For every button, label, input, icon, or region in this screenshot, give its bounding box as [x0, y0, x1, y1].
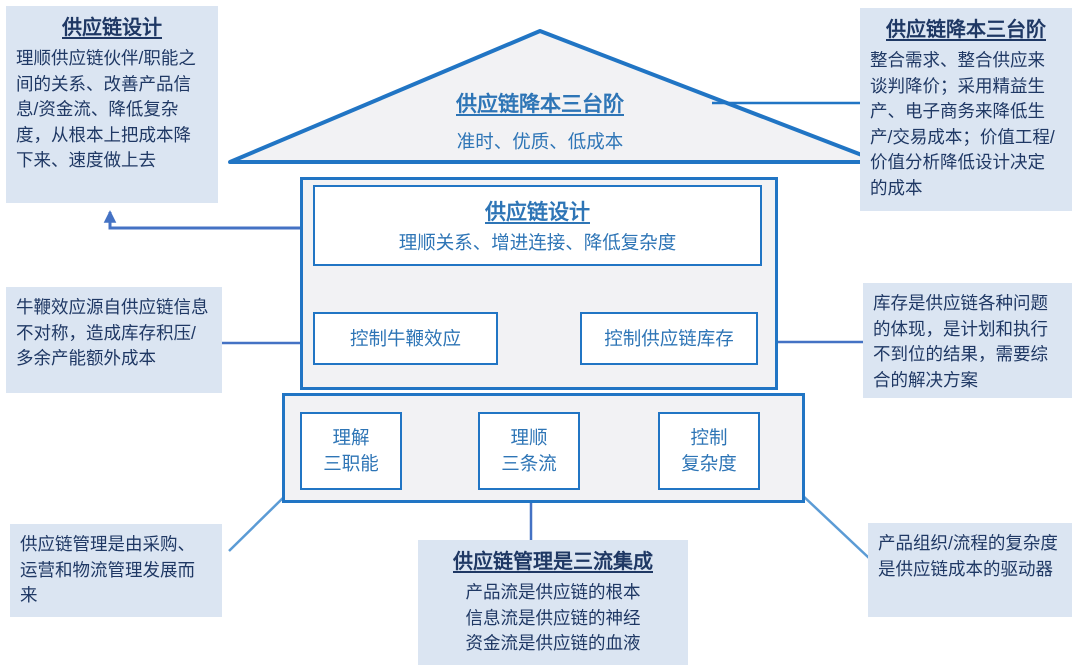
callout-left-middle: 牛鞭效应源自供应链信息不对称，造成库存积压/多余产能额外成本 — [6, 287, 222, 393]
callout-bottom-right: 产品组织/流程的复杂度是供应链成本的驱动器 — [868, 523, 1072, 617]
connector-bottom-right — [800, 493, 870, 559]
foundation-box-functions-line2: 三职能 — [323, 453, 379, 474]
callout-top-left-body: 理顺供应链伙伴/职能之间的关系、改善产品信息/资金流、降低复杂度，从根本上把成本… — [16, 48, 196, 171]
foundation-box-flows-line1: 理顺 — [510, 427, 548, 449]
foundation-box-flows: 理顺 三条流 — [478, 412, 580, 490]
design-box-title: 供应链设计 — [485, 201, 590, 224]
callout-top-right: 供应链降本三台阶 整合需求、整合供应来谈判降价；采用精益生产、电子商务来降低生产… — [860, 8, 1072, 211]
bullwhip-box-label: 控制牛鞭效应 — [349, 327, 461, 349]
foundation-box-functions: 理解 三职能 — [300, 412, 402, 490]
callout-top-left-title: 供应链设计 — [62, 17, 162, 39]
callout-left-middle-body: 牛鞭效应源自供应链信息不对称，造成库存积压/多余产能额外成本 — [16, 297, 209, 369]
callout-bottom-left-body: 供应链管理是由采购、运营和物流管理发展而来 — [20, 534, 195, 606]
callout-bottom-left: 供应链管理是由采购、运营和物流管理发展而来 — [10, 524, 222, 617]
callout-bottom-center-line2: 信息流是供应链的神经 — [465, 607, 641, 628]
callout-bottom-right-body: 产品组织/流程的复杂度是供应链成本的驱动器 — [878, 533, 1058, 579]
elbow-connector-top-left — [103, 210, 301, 230]
foundation-box-functions-line1: 理解 — [332, 427, 370, 449]
foundation-box-flows-line2: 三条流 — [501, 453, 557, 474]
callout-bottom-center: 供应链管理是三流集成 产品流是供应链的根本 信息流是供应链的神经 资金流是供应链… — [418, 540, 688, 665]
callout-top-right-body: 整合需求、整合供应来谈判降价；采用精益生产、电子商务来降低生产/交易成本；价值工… — [870, 50, 1055, 198]
inventory-box-label: 控制供应链库存 — [604, 327, 734, 349]
roof-title: 供应链降本三台阶 — [456, 93, 624, 116]
design-box-subtitle: 理顺关系、增进连接、降低复杂度 — [398, 232, 677, 253]
foundation-box-complexity-line1: 控制 — [690, 427, 728, 449]
inventory-box: 控制供应链库存 — [580, 312, 758, 365]
roof-subtitle: 准时、优质、低成本 — [456, 131, 624, 152]
callout-top-left: 供应链设计 理顺供应链伙伴/职能之间的关系、改善产品信息/资金流、降低复杂度，从… — [6, 6, 218, 203]
design-box: 供应链设计 理顺关系、增进连接、降低复杂度 — [313, 185, 762, 266]
connector-bottom-left — [228, 493, 288, 552]
foundation-box-complexity-line2: 复杂度 — [681, 453, 737, 474]
callout-bottom-center-title: 供应链管理是三流集成 — [453, 551, 653, 573]
callout-bottom-center-line1: 产品流是供应链的根本 — [465, 582, 641, 603]
callout-right-middle: 库存是供应链各种问题的体现，是计划和执行不到位的结果，需要综合的解决方案 — [863, 283, 1072, 398]
roof-triangle — [228, 29, 882, 164]
foundation-box-complexity: 控制 复杂度 — [658, 412, 760, 490]
callout-bottom-center-line3: 资金流是供应链的血液 — [465, 633, 641, 654]
callout-right-middle-body: 库存是供应链各种问题的体现，是计划和执行不到位的结果，需要综合的解决方案 — [873, 293, 1048, 390]
bullwhip-box: 控制牛鞭效应 — [313, 312, 498, 365]
callout-top-right-title: 供应链降本三台阶 — [886, 19, 1046, 41]
